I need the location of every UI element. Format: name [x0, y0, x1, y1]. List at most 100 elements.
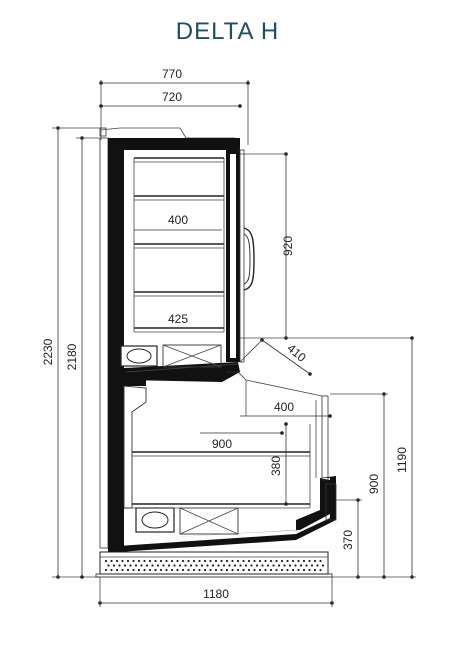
grille-hole — [129, 564, 132, 567]
grille-hole — [123, 564, 127, 567]
grille-hole — [134, 564, 138, 567]
grille-hole — [214, 568, 218, 572]
grille-hole — [220, 559, 223, 563]
grille-hole — [132, 559, 135, 563]
grille-hole — [115, 568, 119, 572]
grille-hole — [308, 559, 311, 563]
grille-hole — [148, 568, 152, 572]
grille-hole — [280, 568, 284, 572]
grille-hole — [137, 559, 141, 563]
grille-hole — [247, 559, 251, 563]
label-400-shelf: 400 — [168, 213, 188, 227]
dimension-400-depth — [240, 379, 332, 418]
grille-hole — [275, 568, 278, 572]
cabinet-outline — [95, 127, 337, 578]
grille-hole — [255, 564, 259, 567]
grille-hole — [198, 559, 201, 563]
lower-shelves — [132, 424, 311, 509]
grille-hole — [231, 568, 234, 572]
grille-hole — [145, 564, 149, 567]
grille-hole — [264, 568, 267, 572]
grille-hole — [247, 568, 251, 572]
dimension-2180 — [76, 136, 100, 579]
dimension-770 — [99, 80, 250, 145]
grille-hole — [206, 564, 209, 567]
dimension-1190 — [410, 336, 414, 579]
grille-hole — [299, 564, 303, 567]
grille-hole — [203, 559, 207, 563]
grille-hole — [115, 559, 119, 563]
grille-hole — [291, 568, 295, 572]
grille-hole — [239, 564, 242, 567]
grille-hole — [321, 564, 325, 567]
grille-hole — [148, 559, 152, 563]
dimension-720 — [99, 104, 242, 108]
grille-hole — [244, 564, 248, 567]
grille-hole — [137, 568, 141, 572]
grille-hole — [266, 564, 270, 567]
grille-hole — [291, 559, 295, 563]
grille-hole — [176, 559, 179, 563]
grille-hole — [110, 559, 113, 563]
grille-hole — [140, 564, 143, 567]
grille-hole — [302, 559, 306, 563]
grille-hole — [228, 564, 231, 567]
label-380: 380 — [269, 456, 283, 476]
grille-hole — [187, 559, 190, 563]
grille-hole — [258, 568, 262, 572]
grille-hole — [104, 559, 108, 563]
grille-hole — [162, 564, 165, 567]
grille-hole — [264, 559, 267, 563]
grille-hole — [261, 564, 264, 567]
grille-hole — [209, 568, 212, 572]
grille-hole — [286, 568, 289, 572]
grille-hole — [297, 568, 300, 572]
grille-hole — [313, 568, 317, 572]
label-1190: 1190 — [395, 447, 409, 473]
grille-hole — [126, 568, 130, 572]
grille-hole — [242, 559, 245, 563]
grille-hole — [112, 564, 116, 567]
dimension-900 — [330, 392, 388, 579]
grille-hole — [178, 564, 182, 567]
grille-hole — [192, 568, 196, 572]
grille-hole — [107, 564, 110, 567]
grille-hole — [258, 559, 262, 563]
grille-hole — [236, 559, 240, 563]
grille-hole — [272, 564, 275, 567]
grille-hole — [217, 564, 220, 567]
grille-hole — [242, 568, 245, 572]
grille-hole — [170, 559, 174, 563]
grille-hole — [310, 564, 314, 567]
dimension-370 — [336, 498, 362, 579]
grille-hole — [220, 568, 223, 572]
grille-hole — [313, 559, 317, 563]
grille-hole — [305, 564, 308, 567]
label-410: 410 — [284, 341, 309, 365]
grille-hole — [297, 559, 300, 563]
grille-hole — [159, 568, 163, 572]
grille-hole — [143, 568, 146, 572]
grille-hole — [198, 568, 201, 572]
grille-hole — [159, 559, 163, 563]
label-1180: 1180 — [203, 587, 229, 601]
grille-hole — [132, 568, 135, 572]
grille-hole — [156, 564, 160, 567]
grille-hole — [269, 568, 273, 572]
dimension-1180 — [98, 577, 334, 607]
upper-shelves — [133, 157, 225, 333]
grille-hole — [302, 568, 306, 572]
grille-hole — [170, 568, 174, 572]
grille-hole — [104, 568, 108, 572]
grille-hole — [211, 564, 215, 567]
grille-hole — [181, 559, 185, 563]
grille-hole — [280, 559, 284, 563]
grille-hole — [110, 568, 113, 572]
grille-hole — [203, 568, 207, 572]
grille-hole — [316, 564, 319, 567]
label-400-depth: 400 — [274, 400, 294, 414]
grille-hole — [189, 564, 193, 567]
grille-hole — [151, 564, 154, 567]
grille-hole — [173, 564, 176, 567]
